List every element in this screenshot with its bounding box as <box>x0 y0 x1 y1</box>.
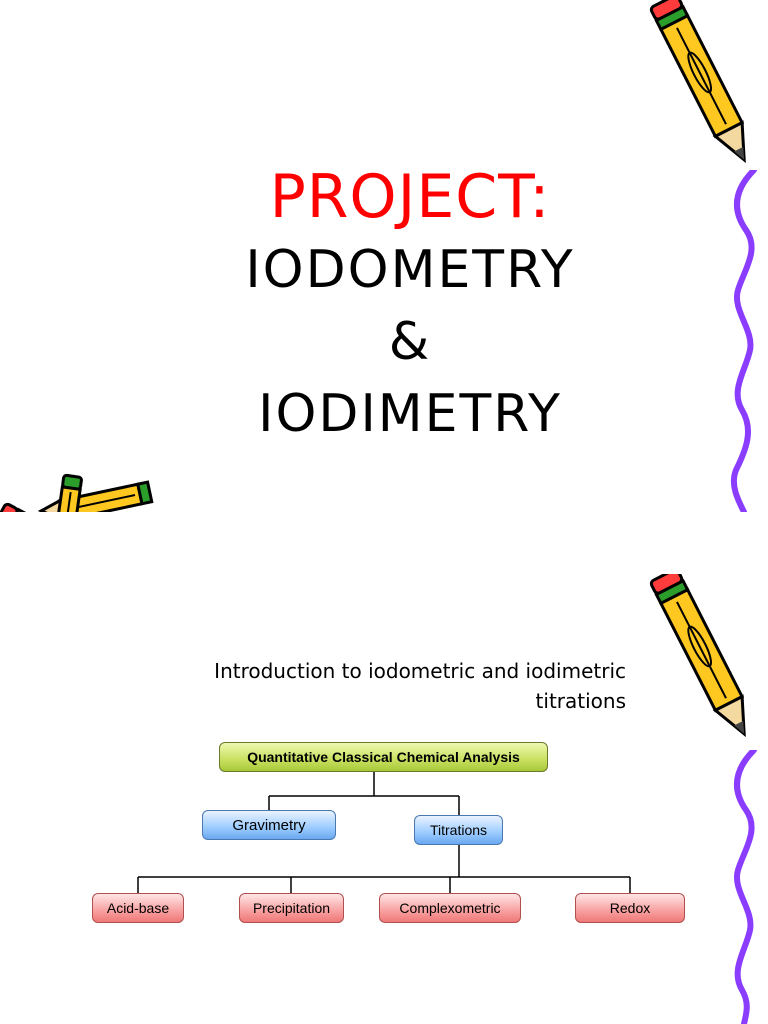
crossed-pencils-icon <box>0 473 154 512</box>
squiggle-line-icon <box>730 170 757 512</box>
diagram-node-gravimetry: Gravimetry <box>202 810 336 840</box>
diagram-node-complexometric: Complexometric <box>379 893 521 923</box>
intro-line-1: Introduction to iodometric and iodimetri… <box>214 659 626 683</box>
diagram-node-precipitation: Precipitation <box>239 893 344 923</box>
intro-slide: Introduction to iodometric and iodimetri… <box>0 512 768 1024</box>
title-ampersand: & <box>388 312 432 372</box>
pencil-icon <box>649 574 746 738</box>
title-iodimetry: IODIMETRY <box>258 384 562 444</box>
diagram-node-titrations: Titrations <box>414 815 503 845</box>
diagram-node-redox: Redox <box>575 893 685 923</box>
title-iodometry: IODOMETRY <box>245 240 575 300</box>
diagram-connectors <box>137 772 631 893</box>
pencil-icon <box>649 0 746 164</box>
squiggle-line-icon <box>733 750 757 1024</box>
title-slide: PROJECT: IODOMETRY & IODIMETRY <box>0 0 757 512</box>
intro-heading: Introduction to iodometric and iodimetri… <box>96 656 626 716</box>
title-project: PROJECT: <box>269 162 551 232</box>
title-block: PROJECT: IODOMETRY & IODIMETRY <box>160 160 660 450</box>
intro-line-2: titrations <box>535 689 626 713</box>
diagram-node-acid-base: Acid-base <box>92 893 184 923</box>
diagram-root-node: Quantitative Classical Chemical Analysis <box>219 742 548 772</box>
